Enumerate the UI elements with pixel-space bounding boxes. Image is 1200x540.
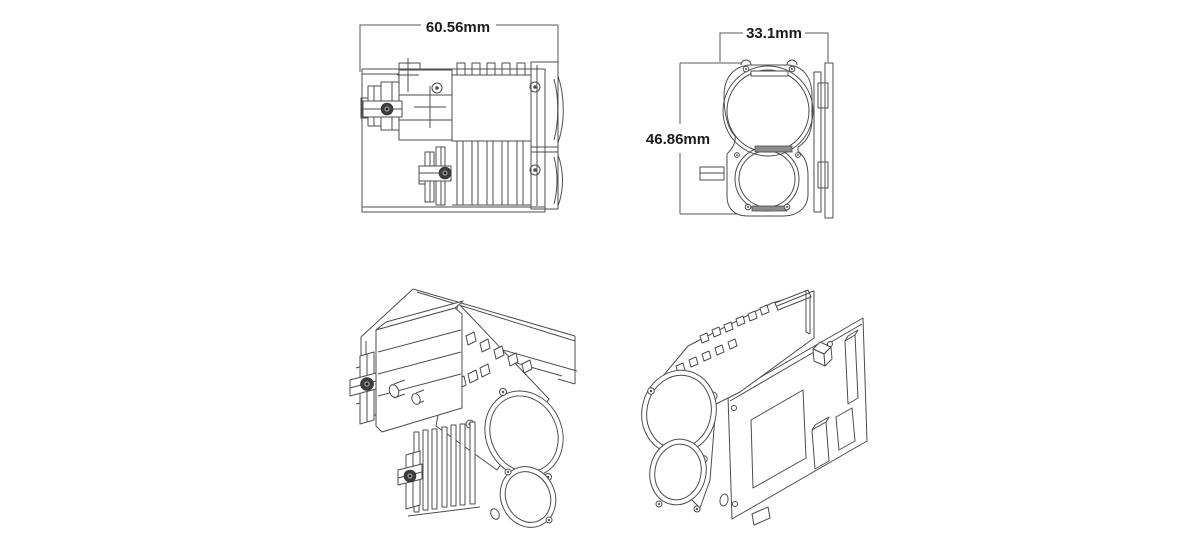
large-lens-ring [722, 65, 814, 157]
side-lens-flange [530, 61, 564, 210]
iso-lower-adjuster [397, 450, 423, 510]
front-view: 33.1mm 46.86mm [646, 25, 834, 219]
lens-stub [388, 379, 425, 405]
pcb-component [812, 341, 833, 367]
iso-heatsink-fins [407, 421, 481, 517]
pcb-hole [732, 501, 738, 507]
side-lower-adjuster [418, 146, 452, 206]
dimension-extension-lines [719, 32, 829, 62]
iso-laser-box [375, 300, 464, 433]
side-heatsink-fins [452, 141, 531, 206]
front-pcb-edge [813, 62, 834, 219]
side-upper-adjuster [362, 100, 403, 118]
side-backplate [361, 68, 546, 213]
dimension-extension-lines [359, 24, 559, 72]
top-tabs [456, 62, 526, 75]
iso-back-view [641, 289, 868, 526]
iso-pcb-components [731, 329, 859, 526]
body-rib-tabs [675, 304, 770, 374]
side-view: 60.56mm [359, 19, 564, 213]
pcb-hole [827, 341, 833, 347]
panhead-screw [431, 81, 541, 176]
pcb-component [835, 407, 856, 451]
pcb-component [844, 329, 859, 405]
front-width-dimension: 33.1mm [719, 25, 829, 62]
side-width-dimension: 60.56mm [359, 19, 559, 72]
iso-front-view [349, 288, 578, 528]
side-centerlines [397, 58, 446, 128]
front-mounting-holes [734, 65, 801, 211]
small-lens-ring [499, 466, 557, 528]
front-height-label: 46.86mm [646, 131, 710, 148]
iso-small-lens [490, 466, 557, 528]
front-width-label: 33.1mm [746, 25, 802, 42]
front-height-dimension: 46.86mm [646, 62, 741, 215]
iso-left-adjuster [349, 351, 377, 425]
side-receiver-body [431, 62, 541, 176]
mounting-foot [751, 506, 771, 526]
lens-barrel-arcs [553, 75, 564, 207]
pcb-hole [731, 405, 737, 411]
small-lens-ring [649, 438, 707, 506]
front-flange [699, 59, 813, 217]
side-width-label: 60.56mm [426, 19, 490, 36]
dimension-extension-lines [679, 62, 741, 215]
pcb-component [811, 416, 830, 470]
pcb-shield-outline [750, 389, 807, 489]
iso-small-barrel [649, 438, 729, 513]
